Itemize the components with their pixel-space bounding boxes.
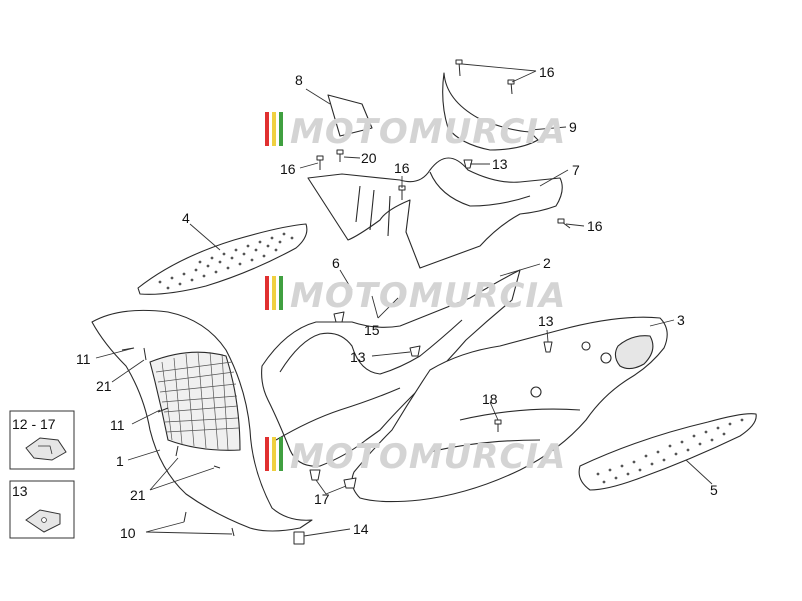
clip-17-b	[343, 477, 357, 489]
screw-21-b	[213, 465, 221, 469]
callout-13: 13	[538, 313, 554, 329]
callout-10: 10	[120, 525, 136, 541]
part-2-lower-edge	[275, 387, 401, 441]
watermark-text: MOTOMURCIA	[290, 112, 566, 152]
leader-1	[127, 449, 161, 461]
watermark-text: MOTOMURCIA	[290, 437, 566, 477]
part-3-side-panel	[351, 316, 668, 503]
watermark-bottom: MOTOMURCIA	[265, 437, 566, 477]
part-8-shield	[327, 94, 373, 137]
callout-13: 13	[492, 156, 508, 172]
leader-9	[529, 126, 567, 131]
leader-20	[343, 156, 361, 159]
callout-labels: 8 16 9 16 20 16 13 7 16 4 6 2 15 13 13 3…	[12, 64, 718, 541]
callout-11: 11	[76, 351, 91, 367]
leader-13-right	[546, 329, 549, 343]
nut-14	[293, 531, 305, 545]
leader-18	[489, 401, 499, 421]
watermark-text: MOTOMURCIA	[290, 276, 566, 316]
leader-2	[499, 263, 541, 277]
leader-17	[315, 479, 347, 495]
callout-13: 13	[350, 349, 366, 365]
leader-7	[539, 169, 569, 187]
legend-label-12-17: 12 - 17	[12, 416, 56, 432]
callout-15: 15	[364, 322, 380, 338]
clip-13-top	[463, 159, 473, 169]
part-3-hole-c	[530, 386, 542, 398]
part-4-floor-mat-left	[137, 223, 308, 295]
watermark-top: MOTOMURCIA	[265, 112, 566, 152]
part-3-hole-b	[581, 341, 591, 351]
callout-9: 9	[569, 119, 577, 135]
callout-16: 16	[394, 160, 410, 176]
callout-21: 21	[130, 487, 146, 503]
leader-3	[649, 319, 675, 327]
callout-20: 20	[361, 150, 377, 166]
clip-13-center	[409, 345, 421, 357]
callout-2: 2	[543, 255, 551, 271]
legend-label-13: 13	[12, 483, 28, 499]
clip-13-icon-hole	[41, 517, 47, 523]
part-3-inner-line	[429, 408, 581, 453]
leader-lines	[95, 63, 713, 537]
part-1-grille-cells	[155, 351, 240, 451]
callout-5: 5	[710, 482, 718, 498]
callout-6: 6	[332, 255, 340, 271]
callout-16: 16	[587, 218, 603, 234]
leader-14	[303, 528, 351, 537]
callout-16: 16	[280, 161, 296, 177]
callout-17: 17	[314, 491, 330, 507]
callout-7: 7	[572, 162, 580, 178]
part-3-hole-a	[600, 352, 612, 364]
leader-16-right	[565, 223, 585, 227]
part-3-cutout-hole	[614, 335, 654, 370]
leader-11-b	[131, 409, 161, 425]
callout-11: 11	[110, 417, 125, 433]
leader-5	[685, 459, 713, 485]
legend-box-12-17	[9, 410, 75, 470]
leader-6	[339, 269, 353, 291]
callout-21: 21	[96, 378, 112, 394]
screw-11-b	[157, 407, 169, 413]
callout-18: 18	[482, 391, 498, 407]
clip-12-17-detail	[38, 445, 53, 455]
callout-8: 8	[295, 72, 303, 88]
clip-15-a	[333, 311, 345, 323]
leader-15	[371, 295, 399, 319]
leader-11-a	[95, 347, 135, 359]
screw-21-a	[175, 445, 179, 457]
part-7-inner-detail	[355, 171, 531, 237]
part-1-grille	[149, 351, 241, 451]
part-9-upper-cover	[442, 72, 539, 151]
leader-4	[189, 223, 221, 251]
legend-box-13	[9, 480, 75, 539]
callout-14: 14	[353, 521, 369, 537]
watermark-middle: MOTOMURCIA	[265, 276, 566, 316]
part-7-center-shield	[307, 157, 563, 269]
leader-21-a	[111, 359, 145, 383]
clip-17-a	[309, 469, 321, 481]
clip-12-17-icon	[25, 437, 67, 461]
leader-10	[145, 521, 233, 535]
part-5-floor-mat-right	[578, 413, 757, 491]
part-4-mat-dots	[158, 232, 294, 290]
part-5-mat-dots	[596, 418, 744, 484]
callout-16: 16	[539, 64, 555, 80]
leader-13-mid	[371, 351, 411, 357]
leader-21-b	[149, 457, 215, 491]
part-2-inner-cutout	[279, 319, 463, 375]
callout-4: 4	[182, 210, 190, 226]
leader-16-top	[461, 63, 537, 83]
screw-10-b	[231, 527, 235, 537]
callout-1: 1	[116, 453, 124, 469]
leader-16-left	[299, 162, 319, 169]
fasteners	[121, 59, 571, 545]
screw-10-a	[183, 511, 187, 523]
callout-3: 3	[677, 312, 685, 328]
clip-13-right	[543, 341, 553, 353]
leader-8	[305, 88, 331, 105]
